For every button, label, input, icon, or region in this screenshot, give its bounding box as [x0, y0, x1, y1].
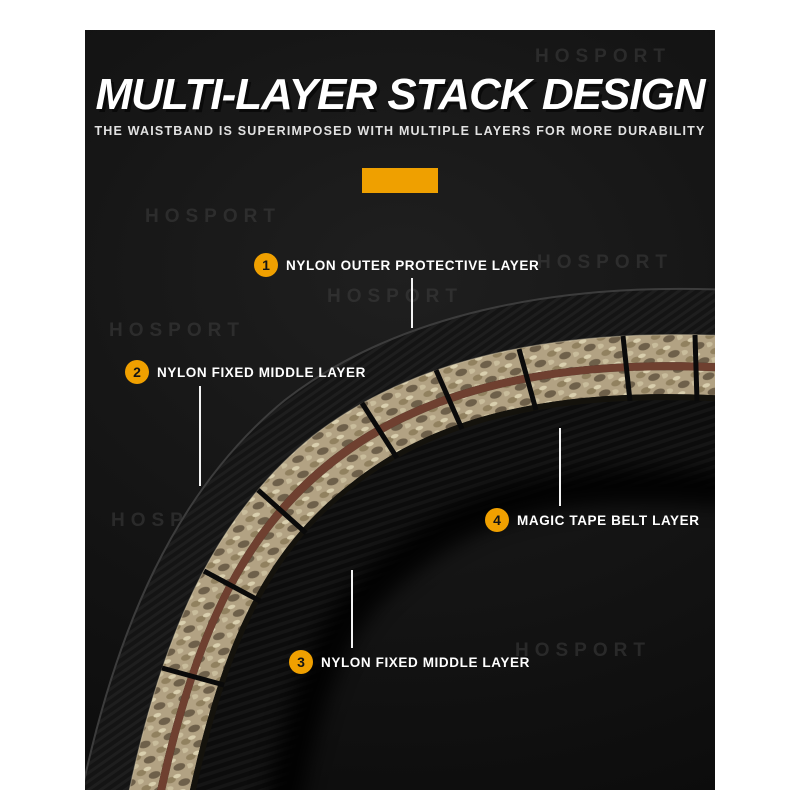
brand-watermark: HOSPORT — [515, 640, 651, 661]
brand-watermark: HOSPORT — [145, 206, 281, 227]
callout-2-badge: 2 — [125, 360, 149, 384]
brand-watermark: HOSPORT — [537, 252, 673, 273]
callout-1: 1 NYLON OUTER PROTECTIVE LAYER — [254, 253, 539, 277]
callout-3-label: NYLON FIXED MIDDLE LAYER — [321, 654, 530, 670]
dark-panel: HOSPORT HOSPORT HOSPORT HOSPORT HOSPORT … — [85, 30, 715, 790]
brand-watermark: HOSPORT — [535, 46, 671, 67]
stitch-ticks — [161, 334, 700, 688]
belt-rim-light — [85, 287, 715, 782]
callout-4: 4 MAGIC TAPE BELT LAYER — [485, 508, 700, 532]
accent-bar — [362, 168, 438, 193]
callout-4-badge: 4 — [485, 508, 509, 532]
callout-2: 2 NYLON FIXED MIDDLE LAYER — [125, 360, 366, 384]
callout-1-label: NYLON OUTER PROTECTIVE LAYER — [286, 257, 540, 273]
leader-line-4 — [559, 428, 561, 506]
leader-line-1 — [411, 278, 413, 328]
layer-magic-tape — [196, 400, 715, 790]
page-subtitle: THE WAISTBAND IS SUPERIMPOSED WITH MULTI… — [94, 124, 706, 138]
callout-1-badge: 1 — [254, 253, 278, 277]
belt-inner-shadow — [268, 470, 715, 790]
belt-illustration — [85, 287, 715, 790]
layer-outer-nylon — [85, 288, 715, 790]
leader-line-3 — [351, 570, 353, 648]
callout-2-label: NYLON FIXED MIDDLE LAYER — [157, 364, 366, 380]
leader-line-2 — [199, 386, 201, 486]
page-title: MULTI-LAYER STACK DESIGN — [95, 70, 705, 119]
brand-watermark: HOSPORT — [327, 286, 463, 307]
callout-4-label: MAGIC TAPE BELT LAYER — [517, 512, 700, 528]
callout-3-badge: 3 — [289, 650, 313, 674]
callout-3: 3 NYLON FIXED MIDDLE LAYER — [289, 650, 530, 674]
camo-edge-highlight — [128, 334, 715, 790]
brand-watermark: HOSPORT — [109, 320, 245, 341]
